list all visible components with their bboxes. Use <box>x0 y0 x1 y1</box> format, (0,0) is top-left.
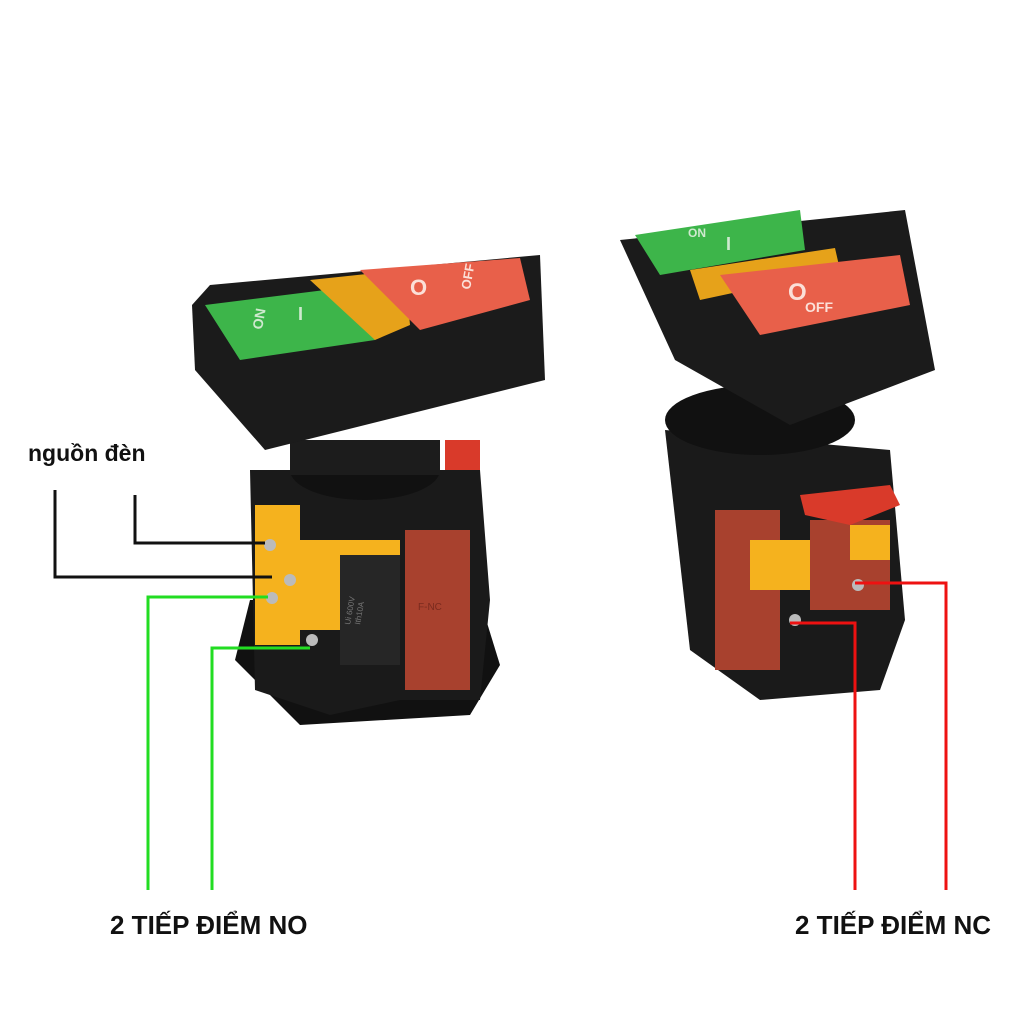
off-label-right: OFF <box>805 299 833 315</box>
block-text: F-NC <box>418 602 442 613</box>
off-label: OFF <box>458 262 477 290</box>
on-label: ON <box>249 307 268 330</box>
no-wire-2 <box>210 646 310 890</box>
off-symbol: O <box>410 275 427 300</box>
rating-text-2: Ith10A <box>353 600 366 625</box>
no-contacts-label: 2 TIẾP ĐIỂM NO <box>110 910 308 940</box>
lamp-power-label: nguồn đèn <box>28 440 146 466</box>
on-symbol: I <box>298 304 303 324</box>
on-label-right: ON <box>688 226 706 240</box>
on-symbol-right: I <box>726 234 731 254</box>
left-switch: Ui 600V Ith10A F-NC ON I O OFF <box>192 255 545 725</box>
off-symbol-right: O <box>788 279 807 306</box>
nc-wire-1 <box>855 581 948 890</box>
no-wire-1 <box>146 595 268 890</box>
lamp-wire-2 <box>53 490 272 579</box>
lamp-wire-1 <box>133 495 265 545</box>
nc-contacts-label: 2 TIẾP ĐIỂM NC <box>795 910 992 940</box>
right-switch: ON I O OFF <box>620 210 935 700</box>
nc-wire-2 <box>790 621 857 890</box>
